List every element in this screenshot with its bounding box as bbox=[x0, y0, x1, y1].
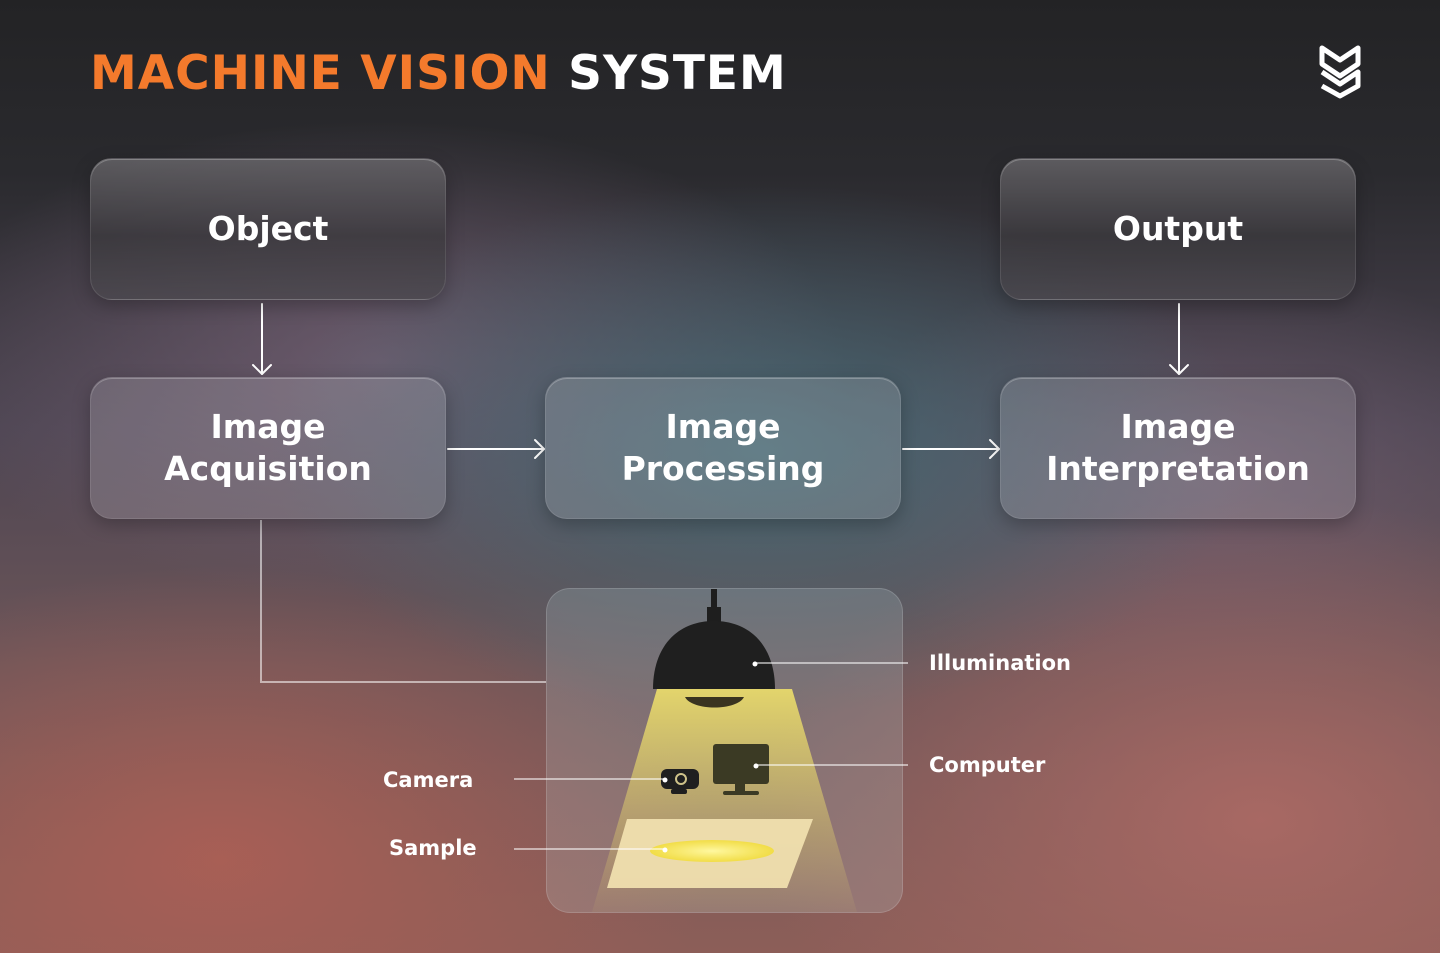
sample-slide-icon bbox=[607, 819, 813, 888]
node-image-processing: Image Processing bbox=[545, 377, 901, 519]
label-camera: Camera bbox=[383, 768, 474, 792]
node-interpretation-line1: Image bbox=[1120, 407, 1236, 446]
node-acquisition-line1: Image bbox=[210, 407, 326, 446]
node-object: Object bbox=[90, 158, 446, 300]
node-interpretation-line2: Interpretation bbox=[1046, 449, 1310, 488]
title-accent: MACHINE VISION bbox=[90, 46, 551, 101]
setup-illustration bbox=[592, 589, 857, 912]
machine-vision-setup-panel bbox=[546, 588, 903, 913]
title-rest: SYSTEM bbox=[568, 46, 787, 101]
label-illumination: Illumination bbox=[929, 651, 1071, 675]
node-processing-line1: Image bbox=[665, 407, 781, 446]
node-acquisition-line2: Acquisition bbox=[164, 449, 372, 488]
node-output: Output bbox=[1000, 158, 1356, 300]
node-image-interpretation: Image Interpretation bbox=[1000, 377, 1356, 519]
node-output-label: Output bbox=[1112, 209, 1244, 248]
page-title: MACHINE VISION SYSTEM bbox=[90, 44, 787, 104]
label-computer: Computer bbox=[929, 753, 1046, 777]
node-image-acquisition: Image Acquisition bbox=[90, 377, 446, 519]
lamp-icon bbox=[653, 589, 775, 708]
ms-monogram-icon bbox=[1319, 45, 1361, 99]
computer-monitor-icon bbox=[713, 744, 769, 795]
node-object-label: Object bbox=[207, 209, 329, 248]
camera-icon bbox=[661, 769, 699, 794]
node-processing-line2: Processing bbox=[621, 449, 825, 488]
label-sample: Sample bbox=[389, 836, 477, 860]
sample-spot bbox=[650, 840, 774, 862]
